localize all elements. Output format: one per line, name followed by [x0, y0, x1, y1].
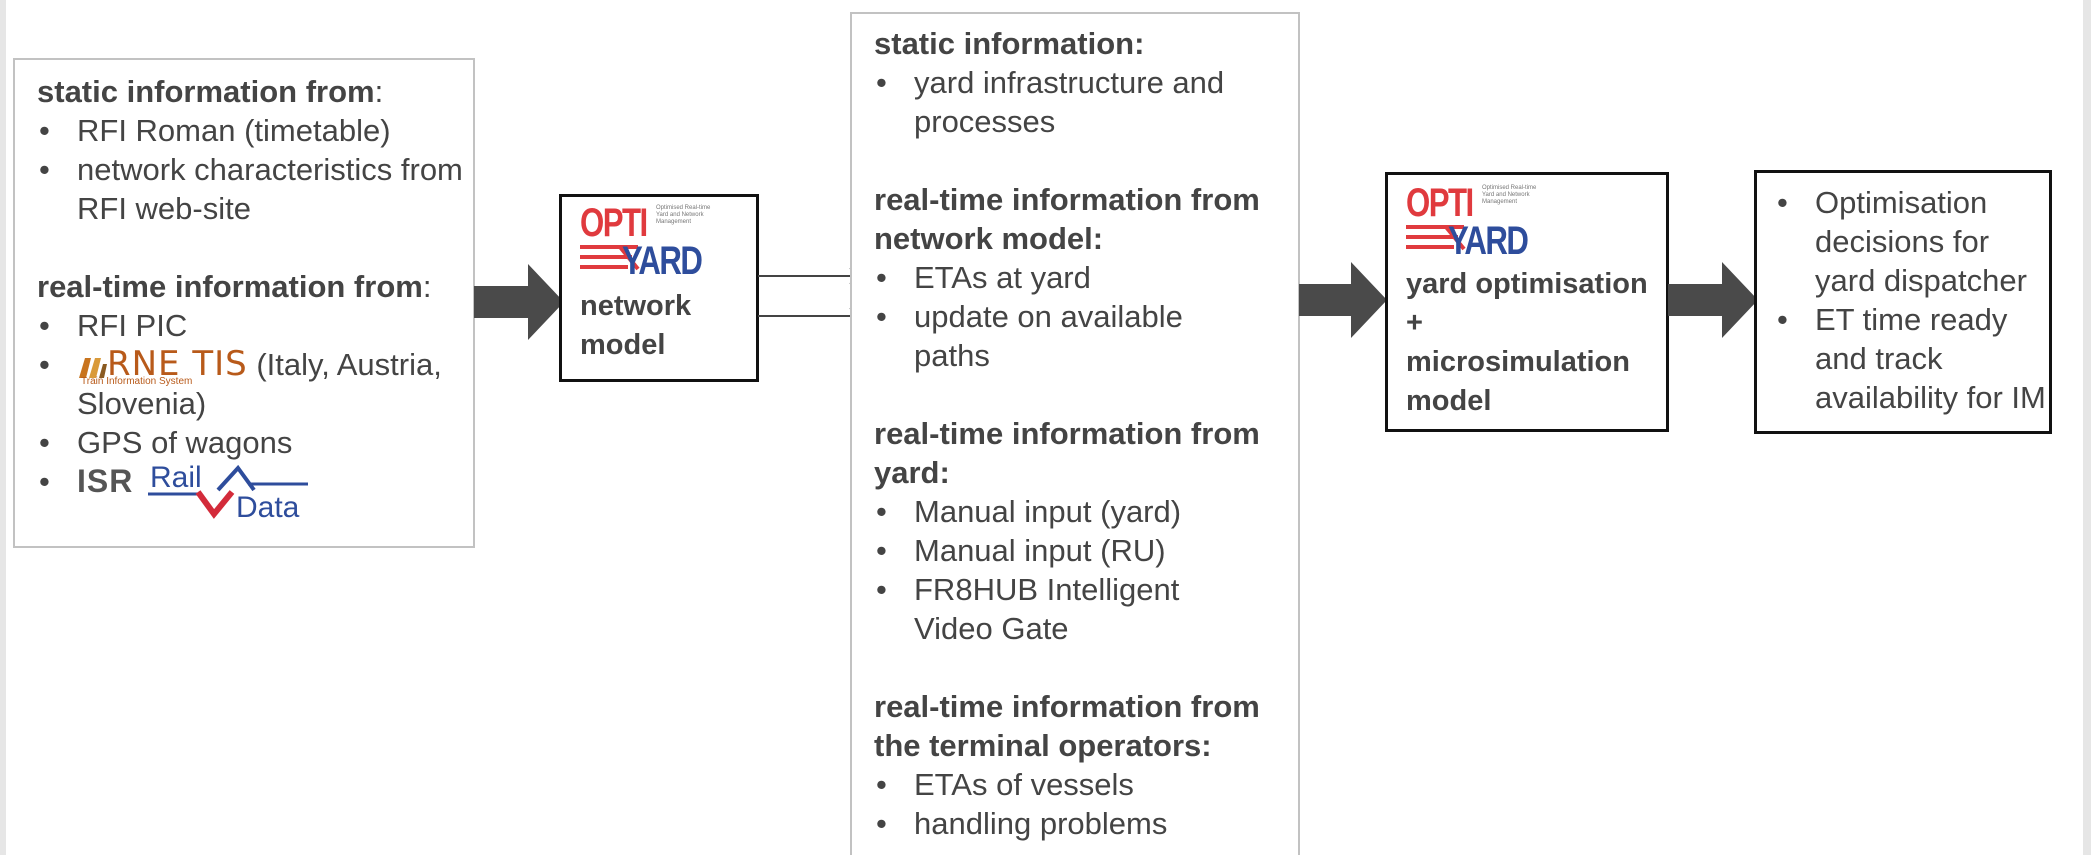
- flow-arrow-1: [474, 264, 564, 340]
- left-edge: [0, 0, 6, 855]
- flow-arrow-2: [1299, 262, 1387, 338]
- yard-optimisation-label: yard optimisation: [1406, 268, 1648, 300]
- network-model-label: network model: [580, 290, 692, 361]
- list-item: RNE TIS Train Information System (Italy,…: [37, 345, 473, 423]
- terminal-operators-heading: real-time information from the terminal …: [874, 689, 1260, 763]
- rnetis-logo: RNE TIS Train Information System: [77, 345, 248, 387]
- list-item: RFI Roman (timetable): [37, 111, 473, 150]
- realtime-info-list: RFI PIC RNE TIS Train Information System…: [37, 306, 473, 524]
- list-item: GPS of wagons: [37, 423, 473, 462]
- optiyard-logo: OPTI YARD Optimised Real-time Yard and N…: [580, 201, 711, 283]
- list-item: ET time ready and track availability for…: [1775, 300, 2055, 417]
- yard-list: Manual input (yard) Manual input (RU) FR…: [874, 492, 1298, 648]
- list-item: yard infrastructure and processes: [874, 63, 1244, 141]
- plus-label: +: [1406, 307, 1423, 339]
- yard-heading: real-time information from yard:: [874, 416, 1260, 490]
- right-edge: [2083, 0, 2091, 855]
- isr-logo: ISR: [77, 463, 134, 499]
- raildata-logo: Rail Data: [147, 461, 318, 524]
- optiyard-track-icon: [1406, 225, 1466, 251]
- rnetis-swoosh-icon: [79, 357, 107, 378]
- list-item: ISR Rail Data: [37, 461, 473, 524]
- list-item: handling problems: [874, 804, 1298, 843]
- static-info-heading: static information from:: [37, 74, 384, 109]
- network-model-list: ETAs at yard update on available paths: [874, 258, 1298, 375]
- list-item: update on available paths: [874, 297, 1244, 375]
- terminal-operators-list: ETAs of vessels handling problems: [874, 765, 1298, 843]
- list-item: Manual input (RU): [874, 531, 1298, 570]
- network-model-box: OPTI YARD Optimised Real-time Yard and N…: [559, 194, 759, 382]
- raildata-track-icon: [147, 464, 308, 519]
- network-model-heading: real-time information from network model…: [874, 182, 1260, 256]
- list-item: FR8HUB Intelligent Video Gate: [874, 570, 1214, 648]
- static-information-heading: static information:: [874, 26, 1145, 61]
- list-item: network characteristics from RFI web-sit…: [37, 150, 473, 228]
- output-box: Optimisation decisions for yard dispatch…: [1754, 170, 2052, 434]
- data-sources-box: static information from: RFI Roman (time…: [13, 58, 475, 548]
- list-item: Optimisation decisions for yard dispatch…: [1775, 183, 2055, 300]
- static-info-list: RFI Roman (timetable) network characteri…: [37, 111, 473, 228]
- flow-arrow-3: [1668, 262, 1758, 338]
- output-list: Optimisation decisions for yard dispatch…: [1775, 183, 2049, 417]
- list-item: Manual input (yard): [874, 492, 1298, 531]
- list-item: RFI PIC: [37, 306, 473, 345]
- model-label: model: [1406, 385, 1492, 417]
- realtime-info-heading: real-time information from:: [37, 269, 432, 304]
- yard-information-box: static information: yard infrastructure …: [850, 12, 1300, 855]
- list-item: ETAs at yard: [874, 258, 1298, 297]
- optiyard-logo: OPTI YARD Optimised Real-time Yard and N…: [1406, 181, 1537, 263]
- list-item: ETAs of vessels: [874, 765, 1298, 804]
- yard-optimisation-box: OPTI YARD Optimised Real-time Yard and N…: [1385, 172, 1669, 432]
- microsimulation-label: microsimulation: [1406, 346, 1630, 378]
- optiyard-track-icon: [580, 245, 640, 271]
- static-information-list: yard infrastructure and processes: [874, 63, 1298, 141]
